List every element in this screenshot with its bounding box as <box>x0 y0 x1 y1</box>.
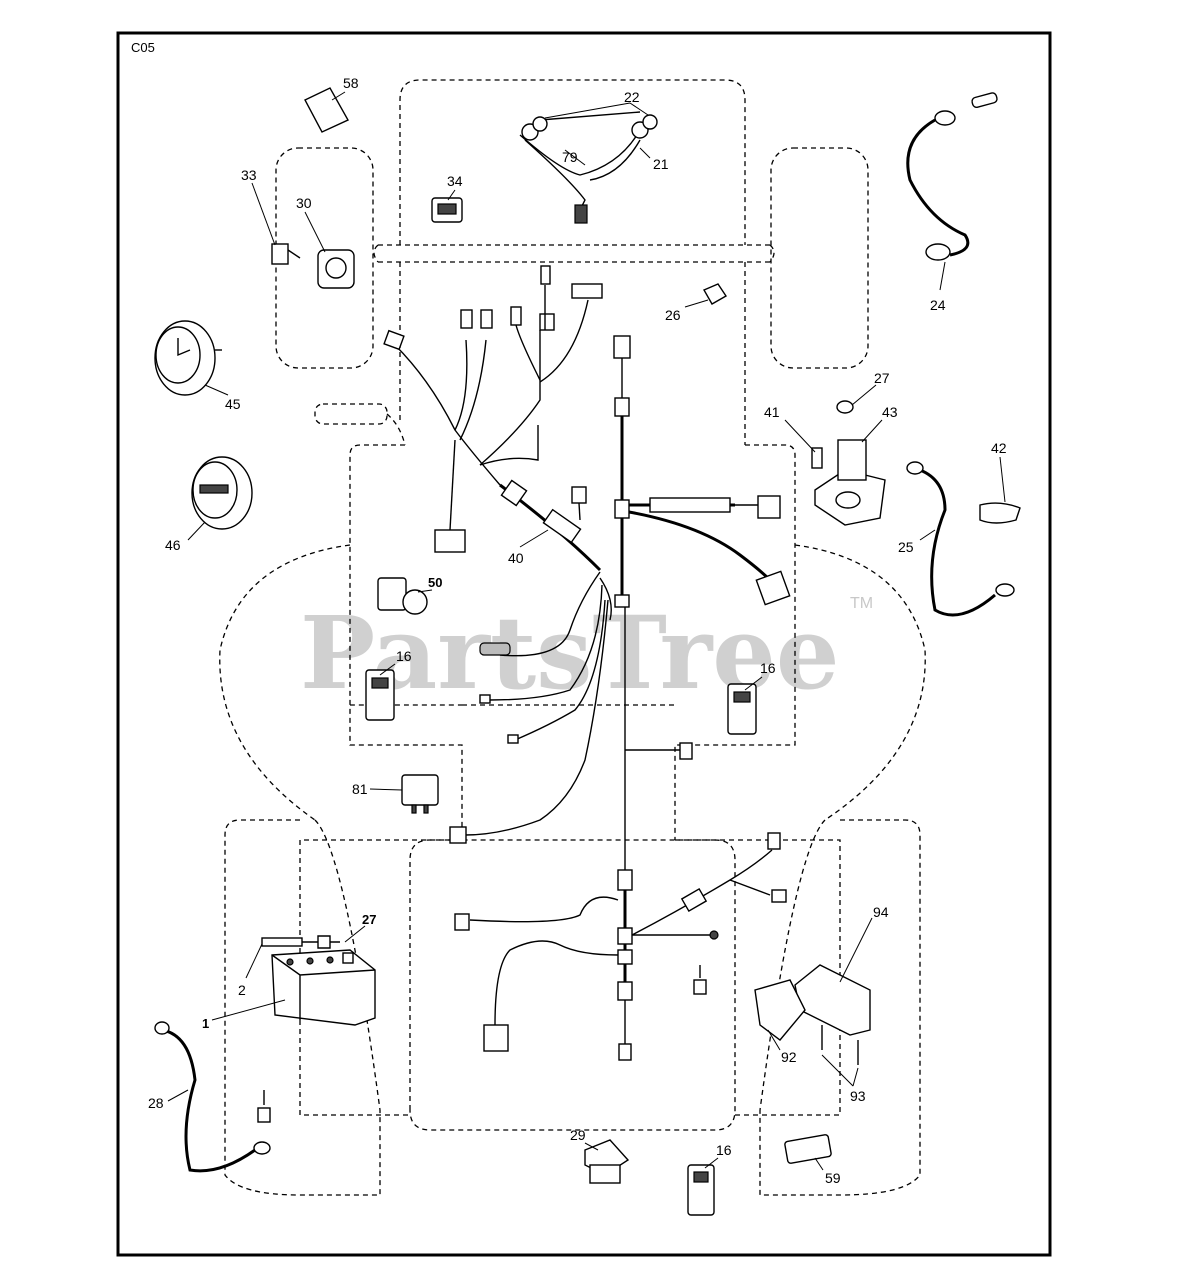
component-screw-lower <box>257 965 707 1123</box>
diagram-code: C05 <box>131 40 155 55</box>
component-16c-relay <box>687 1164 715 1216</box>
component-45-gauge <box>154 320 222 396</box>
callout-labels: 58 22 79 21 33 30 34 26 24 45 27 41 43 4… <box>148 75 1007 1186</box>
callout-21: 21 <box>653 156 669 172</box>
callout-27-upper: 27 <box>874 370 890 386</box>
callout-33: 33 <box>241 167 257 183</box>
component-26 <box>703 283 727 305</box>
component-46-hourmeter <box>191 456 253 530</box>
callout-28: 28 <box>148 1095 164 1111</box>
callout-1: 1 <box>202 1016 209 1031</box>
callout-46: 46 <box>165 537 181 553</box>
callout-16-left: 16 <box>396 648 412 664</box>
component-16b-relay <box>727 683 757 735</box>
callout-79: 79 <box>562 149 578 165</box>
component-43-solenoid <box>814 439 886 526</box>
component-1-battery <box>271 949 376 1026</box>
component-94-mower-switch <box>754 964 871 1065</box>
callout-27-lower: 27 <box>362 912 376 927</box>
callout-22: 22 <box>624 89 640 105</box>
component-33-key <box>271 243 301 265</box>
component-16a-relay <box>365 669 395 721</box>
callout-2: 2 <box>238 982 246 998</box>
diagram-frame <box>116 31 1052 1257</box>
component-81-relay <box>401 774 439 814</box>
callout-41: 41 <box>764 404 780 420</box>
leader-lines <box>167 91 1006 1171</box>
callout-25: 25 <box>898 539 914 555</box>
callout-93: 93 <box>850 1088 866 1104</box>
component-41-bolt <box>811 447 823 469</box>
callout-40: 40 <box>508 550 524 566</box>
main-harness <box>383 265 791 1061</box>
callout-16-right: 16 <box>760 660 776 676</box>
callout-94: 94 <box>873 904 889 920</box>
callout-34: 34 <box>447 173 463 189</box>
component-58 <box>304 87 349 133</box>
cable-25 <box>906 461 1021 617</box>
callout-43: 43 <box>882 404 898 420</box>
callout-50: 50 <box>428 575 442 590</box>
callout-16-bottom: 16 <box>716 1142 732 1158</box>
callout-29: 29 <box>570 1127 586 1143</box>
headlight-harness <box>519 111 658 224</box>
callout-92: 92 <box>781 1049 797 1065</box>
component-28-cable <box>154 1021 271 1173</box>
tractor-outline <box>219 79 926 1196</box>
component-27-nut <box>836 400 854 414</box>
component-29-switch <box>584 1139 630 1184</box>
callout-42: 42 <box>991 440 1007 456</box>
component-34-switch <box>431 197 463 223</box>
watermark-trademark: TM <box>850 595 873 612</box>
callout-81: 81 <box>352 781 368 797</box>
component-50-switch <box>377 577 428 615</box>
component-2-bolt <box>261 935 340 949</box>
component-59 <box>784 1134 832 1164</box>
callout-24: 24 <box>930 297 946 313</box>
cable-24 <box>906 92 998 261</box>
callout-26: 26 <box>665 307 681 323</box>
callout-59: 59 <box>825 1170 841 1186</box>
callout-45: 45 <box>225 396 241 412</box>
callout-30: 30 <box>296 195 312 211</box>
callout-58: 58 <box>343 75 359 91</box>
component-30-ignition <box>317 249 355 289</box>
